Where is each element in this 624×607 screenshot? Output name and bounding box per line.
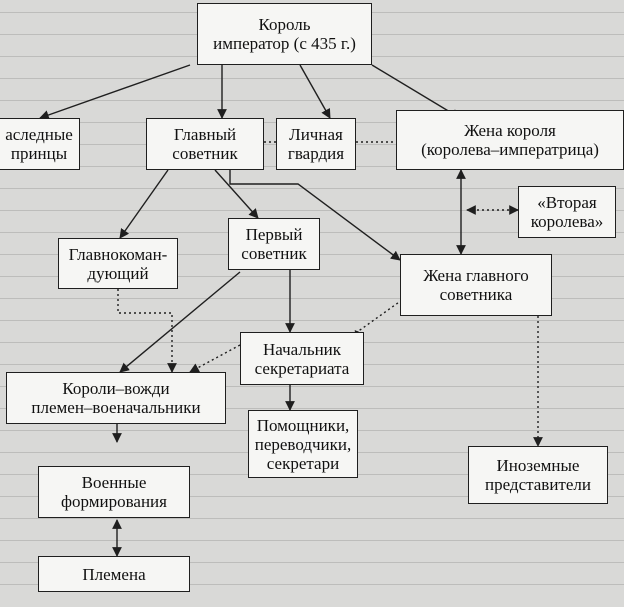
node-foreign-reps-line-1: Иноземные [496, 456, 580, 475]
dotted-commander-to-tribal-kings [117, 289, 177, 373]
node-tribal-kings-line-2: племен–военачальники [31, 398, 201, 417]
background-text-line [0, 298, 624, 299]
background-text-line [0, 320, 624, 321]
background-text-line [0, 518, 624, 519]
node-queen-line-2: (королева–императрица) [421, 140, 599, 159]
node-second-queen: «Вторая королева» [518, 186, 616, 238]
node-tribal-kings: Короли–вожди племен–военачальники [6, 372, 226, 424]
node-chief-advisor-line-2: советник [172, 144, 238, 163]
node-foreign-reps: Иноземные представители [468, 446, 608, 504]
node-guard-line-2: гвардия [287, 144, 345, 163]
background-text-line [0, 78, 624, 79]
node-heirs-line-2: принцы [10, 144, 68, 163]
background-text-line [0, 496, 624, 497]
node-second-queen-line-2: королева» [530, 212, 604, 231]
arrow-chief-advisor-to-commander [119, 169, 169, 239]
dotted-secretariat-to-tribal-kings [189, 344, 241, 373]
node-advisor-wife-line-1: Жена главного [423, 266, 529, 285]
background-text-line [0, 540, 624, 541]
background-text-line [0, 276, 624, 277]
node-chief-advisor: Главный советник [146, 118, 264, 170]
node-queen-line-1: Жена короля [464, 121, 556, 140]
node-military-line-2: формирования [61, 492, 167, 511]
node-assistants-line-1: Помощники, [256, 415, 350, 435]
node-guard-line-1: Личная [289, 125, 343, 144]
node-first-advisor-line-1: Первый [245, 225, 303, 244]
dotted-advisor-wife-to-secretariat [354, 299, 403, 341]
arrow-chief-advisor-to-advisor-wife [229, 170, 401, 261]
node-military-line-1: Военные [81, 473, 147, 492]
node-secretariat-head: Начальник секретариата [240, 332, 364, 385]
node-king-line-2: император (с 435 г.) [213, 34, 356, 53]
background-text-line [0, 408, 624, 409]
node-commander-line-1: Главнокоман- [68, 244, 168, 264]
node-tribal-kings-line-1: Короли–вожди [62, 379, 170, 398]
node-tribes-line-1: Племена [82, 564, 146, 584]
node-first-advisor: Первый советник [228, 218, 320, 270]
node-king-line-1: Король [258, 15, 311, 34]
arrow-king-to-heirs [39, 64, 191, 120]
node-king: Король император (с 435 г.) [197, 3, 372, 65]
node-commander: Главнокоман- дующий [58, 238, 178, 289]
arrow-king-to-guard [299, 64, 331, 119]
node-guard: Личная гвардия [276, 118, 356, 170]
background-text-line [0, 210, 624, 211]
background-text-line [0, 100, 624, 101]
node-chief-advisor-line-1: Главный [173, 125, 237, 144]
node-secretariat-head-line-2: секретариата [254, 358, 350, 378]
background-text-line [0, 188, 624, 189]
node-military: Военные формирования [38, 466, 190, 518]
node-commander-line-2: дующий [87, 263, 149, 283]
node-tribes: Племена [38, 556, 190, 592]
background-text-line [0, 386, 624, 387]
arrow-chief-advisor-to-first-advisor [214, 169, 259, 219]
node-second-queen-line-1: «Вторая [537, 193, 597, 212]
node-assistants: Помощники, переводчики, секретари [248, 410, 358, 478]
node-advisor-wife-line-2: советника [439, 285, 513, 304]
node-heirs: аследные принцы [0, 118, 80, 170]
node-secretariat-head-line-1: Начальник [262, 339, 342, 359]
background-text-line [0, 584, 624, 585]
node-heirs-line-1: аследные [5, 125, 73, 144]
background-text-line [0, 562, 624, 563]
node-assistants-line-3: секретари [266, 453, 340, 473]
node-foreign-reps-line-2: представители [485, 475, 591, 494]
node-queen: Жена короля (королева–императрица) [396, 110, 624, 170]
node-advisor-wife: Жена главного советника [400, 254, 552, 316]
node-assistants-line-2: переводчики, [254, 434, 352, 454]
node-first-advisor-line-2: советник [241, 244, 307, 263]
arrow-first-advisor-to-tribal-kings [119, 271, 241, 373]
arrow-king-to-queen [371, 64, 461, 119]
